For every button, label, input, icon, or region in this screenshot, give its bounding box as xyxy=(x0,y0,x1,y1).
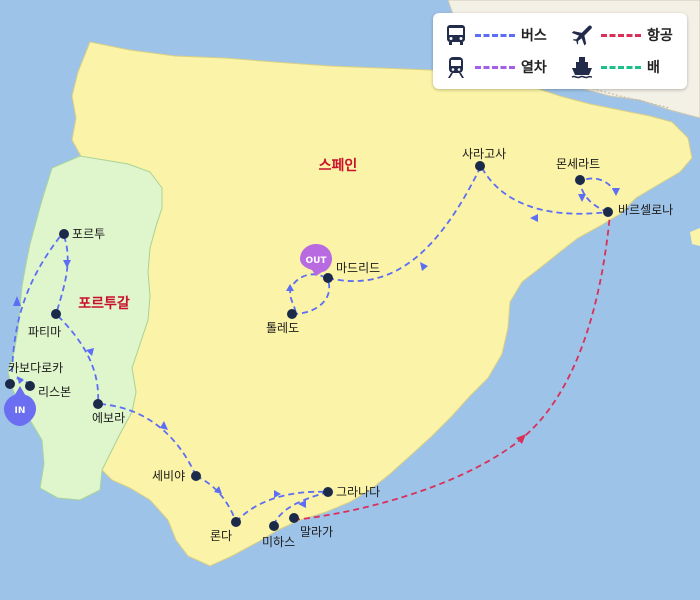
train-label: 열차 xyxy=(521,60,547,76)
label-fatima: 파티마 xyxy=(28,325,61,339)
flight-line-swatch xyxy=(601,33,641,37)
transport-legend: 버스 항공 열차 배 xyxy=(433,13,687,89)
label-mijas: 미하스 xyxy=(262,535,295,549)
dot-lisbon xyxy=(25,381,35,391)
legend-bus: 버스 xyxy=(441,21,547,49)
arrow-6 xyxy=(274,490,281,498)
dot-montserrat xyxy=(575,175,585,185)
portugal-land xyxy=(7,155,163,501)
dot-seville xyxy=(191,471,201,481)
label-seville: 세비야 xyxy=(152,469,185,483)
flight-arrow xyxy=(516,434,526,444)
label-barcelona: 바르셀로나 xyxy=(618,203,673,217)
route-porto-fatima xyxy=(55,235,69,315)
dot-granada xyxy=(323,487,333,497)
arrow-3 xyxy=(86,348,94,356)
bus-arrows xyxy=(13,188,620,508)
label-spain: 스페인 xyxy=(319,157,358,174)
arrow-4 xyxy=(160,421,168,430)
dot-mijas xyxy=(269,521,279,531)
label-toledo: 톨레도 xyxy=(266,321,299,335)
dot-fatima xyxy=(51,309,61,319)
label-granada: 그라나다 xyxy=(336,485,380,499)
label-malaga: 말라가 xyxy=(300,525,333,539)
arrow-13 xyxy=(612,188,620,196)
label-portugal: 포르투갈 xyxy=(78,296,130,312)
legend-ship: 배 xyxy=(567,53,660,81)
route-evora-seville xyxy=(99,403,197,477)
dot-ronda xyxy=(231,517,241,527)
bus-label: 버스 xyxy=(521,28,547,44)
arrow-2 xyxy=(63,260,71,268)
label-madrid: 마드리드 xyxy=(336,261,380,275)
dot-cabo xyxy=(5,379,15,389)
arrow-8 xyxy=(17,376,24,384)
label-zaragoza: 사라고사 xyxy=(462,147,506,161)
ship-icon xyxy=(567,53,597,81)
legend-train: 열차 xyxy=(441,53,547,81)
flight-label: 항공 xyxy=(647,28,673,44)
bus-icon xyxy=(441,21,471,49)
dot-madrid xyxy=(323,273,333,283)
train-icon xyxy=(441,53,471,81)
island xyxy=(690,228,700,246)
in-pin: IN xyxy=(4,386,36,426)
train-line-swatch xyxy=(475,65,515,69)
arrow-5 xyxy=(214,486,222,494)
dot-porto xyxy=(59,229,69,239)
bus-line-swatch xyxy=(475,33,515,37)
label-lisbon: 리스본 xyxy=(38,385,71,399)
dot-barcelona xyxy=(603,207,613,217)
label-porto: 포르투 xyxy=(72,227,105,241)
airplane-icon xyxy=(567,21,597,49)
city-dots xyxy=(5,161,613,531)
legend-flight: 항공 xyxy=(567,21,673,49)
label-cabo: 카보다로카 xyxy=(8,361,63,375)
arrow-12 xyxy=(578,194,586,202)
dot-toledo xyxy=(287,309,297,319)
label-evora: 에보라 xyxy=(92,411,125,425)
route-fatima-evora xyxy=(57,315,99,403)
ship-line-swatch xyxy=(601,65,641,69)
dot-zaragoza xyxy=(475,161,485,171)
arrow-11 xyxy=(530,214,538,222)
route-cabo-porto xyxy=(11,233,63,373)
arrow-7 xyxy=(298,500,306,508)
dot-evora xyxy=(93,399,103,409)
arrow-10 xyxy=(420,262,428,271)
label-ronda: 론다 xyxy=(210,529,232,543)
arrow-1 xyxy=(13,296,21,306)
route-madrid-zaragoza xyxy=(327,167,481,282)
arrow-9 xyxy=(286,284,294,291)
label-montserrat: 몬세라트 xyxy=(556,157,600,171)
route-seville-ronda xyxy=(195,475,237,523)
out-pin: OUT xyxy=(300,244,332,276)
dot-malaga xyxy=(289,513,299,523)
in-pin-label: IN xyxy=(15,406,26,416)
route-toledo-madrid-b xyxy=(291,279,331,315)
route-zaragoza-barcelona xyxy=(481,167,609,215)
ship-label: 배 xyxy=(647,60,660,76)
out-pin-label: OUT xyxy=(305,256,327,266)
